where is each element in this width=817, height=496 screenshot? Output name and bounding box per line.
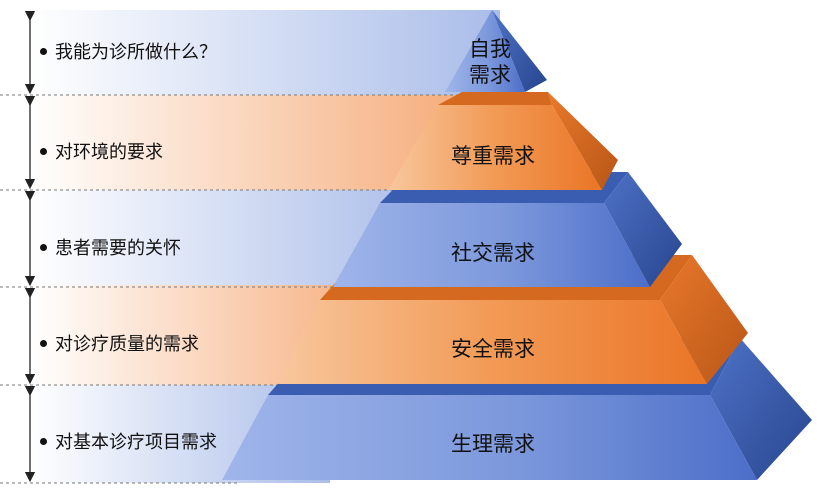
row-text-label: 患者需要的关怀 [55,238,181,259]
level-front-face [278,300,707,384]
row-text-label: 对诊疗质量的需求 [55,334,199,355]
bullet-icon [40,243,47,251]
level-label-social: 社交需求 [451,241,535,265]
pyramid-level-esteem [388,92,618,190]
level-front-face [222,395,757,480]
pyramid-level-self-actualization [445,10,547,92]
band-row-2 [30,95,460,190]
level-front-face [445,10,525,92]
row-text-label: 对环境的要求 [55,142,163,163]
row-text-label: 对基本诊疗项目需求 [55,432,217,453]
band-row-1 [30,10,500,95]
level-top-face [438,92,552,105]
row-text-2: 对环境的要求 [40,138,163,164]
level-label-safety: 安全需求 [451,337,535,361]
bullet-icon [40,47,47,55]
level-side-face [492,10,547,92]
level-front-face [333,203,650,287]
level-side-face [710,338,812,480]
row-text-3: 患者需要的关怀 [40,234,181,260]
row-text-label: 我能为诊所做什么？ [55,42,217,63]
level-front-face [388,105,602,190]
bullet-icon [40,147,47,155]
level-side-face [660,255,748,384]
bullet-icon [40,437,47,445]
level-side-face [604,172,682,287]
level-side-face [548,92,618,190]
row-text-5: 对基本诊疗项目需求 [40,428,217,454]
row-separators [0,94,480,484]
level-label-physiological: 生理需求 [451,432,535,456]
bullet-icon [40,339,47,347]
row-text-1: 我能为诊所做什么？ [40,38,217,64]
level-label-self-actualization: 自我 需求 [469,37,511,87]
level-label-esteem: 尊重需求 [451,144,535,168]
row-text-4: 对诊疗质量的需求 [40,330,199,356]
